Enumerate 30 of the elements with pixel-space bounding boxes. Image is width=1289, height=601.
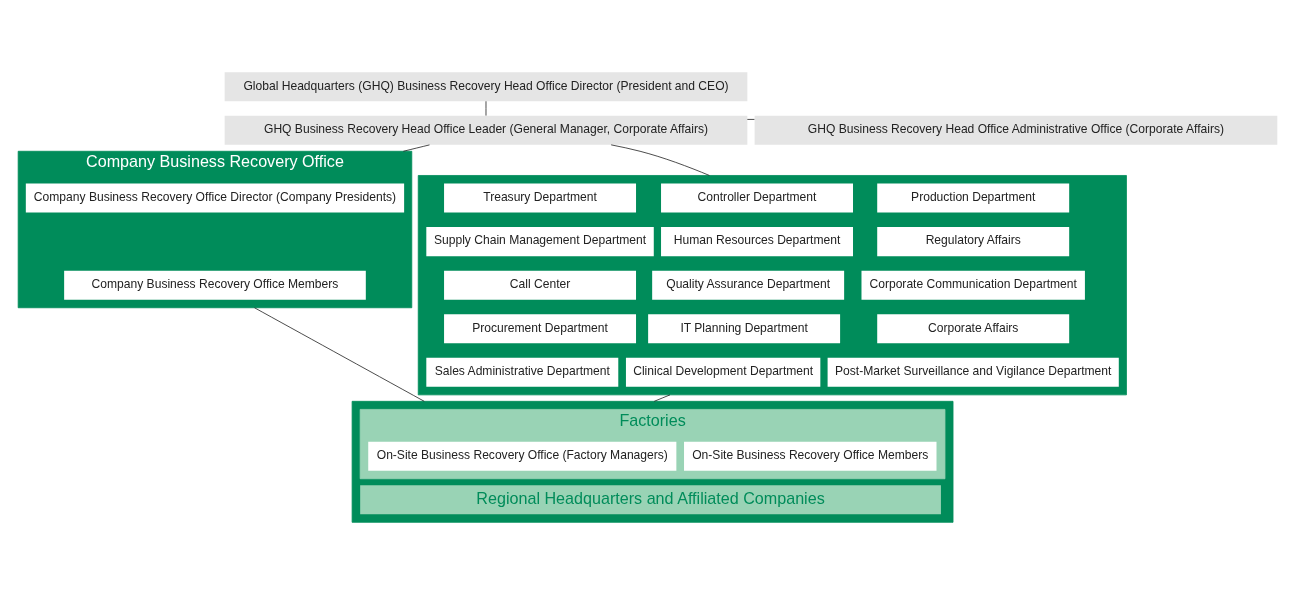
connector xyxy=(254,307,425,402)
node-box: Production Department xyxy=(877,183,1070,213)
node-box: Treasury Department xyxy=(444,183,637,213)
node-box: Regulatory Affairs xyxy=(877,227,1070,257)
connector xyxy=(610,144,710,176)
node-box: On-Site Business Recovery Office (Factory Managers) xyxy=(368,441,677,471)
node-box: Controller Department xyxy=(661,183,853,213)
node-box: Company Business Recovery Office Members xyxy=(64,270,366,300)
node-box: Clinical Development Department xyxy=(625,357,821,387)
node-box: Sales Administrative Department xyxy=(426,357,619,387)
cluster xyxy=(417,175,1127,396)
node-box: Corporate Affairs xyxy=(877,314,1070,344)
node-box: Quality Assurance Department xyxy=(652,270,845,300)
node-box: Regional Headquarters and Affiliated Companies xyxy=(360,485,941,515)
node-box: Post-Market Surveillance and Vigilance Department xyxy=(827,357,1119,387)
node-box: Company Business Recovery Office Director (Company Presidents) xyxy=(25,183,405,213)
node-box: Supply Chain Management Department xyxy=(426,227,654,257)
node-box: Procurement Department xyxy=(444,314,637,344)
node-box: Human Resources Department xyxy=(661,227,853,257)
node-box: Global Headquarters (GHQ) Business Recovery Head Office Director (President and CEO) xyxy=(224,72,748,102)
connector xyxy=(746,119,755,120)
node-box: GHQ Business Recovery Head Office Administrative Office (Corporate Affairs) xyxy=(754,115,1278,145)
connector xyxy=(402,144,430,152)
node-box: Call Center xyxy=(444,270,637,300)
node-box: GHQ Business Recovery Head Office Leader (General Manager, Corporate Affairs) xyxy=(224,115,748,145)
node-box: Corporate Communication Department xyxy=(861,270,1085,300)
connector xyxy=(653,394,671,402)
node-box: IT Planning Department xyxy=(648,314,841,344)
cluster xyxy=(351,400,954,523)
node-box: On-Site Business Recovery Office Members xyxy=(684,441,937,471)
